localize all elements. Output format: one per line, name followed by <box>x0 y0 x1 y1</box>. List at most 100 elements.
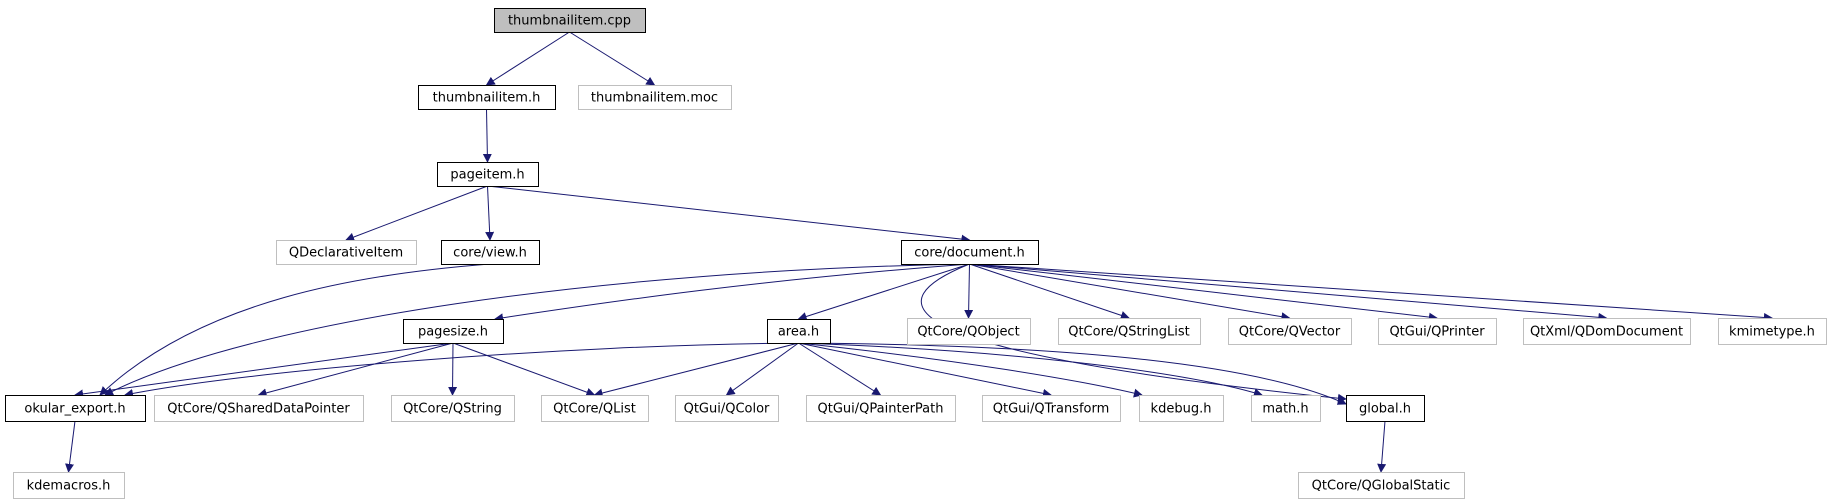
edge-core-document-h-to-qprinter <box>969 263 1438 322</box>
node-area-h[interactable]: area.h <box>767 319 831 344</box>
edge-area-h-to-qtransform <box>798 342 1052 398</box>
node-box-core-document-h <box>901 240 1039 265</box>
node-label-kdebug-h: kdebug.h <box>1151 402 1212 417</box>
node-label-qpainterpath: QtGui/QPainterPath <box>818 402 944 417</box>
edge-area-h-to-qpainterpath <box>798 342 882 396</box>
node-box-qdomdocument <box>1523 318 1691 345</box>
node-label-pagesize-h: pagesize.h <box>418 325 488 340</box>
node-box-qobject <box>907 318 1031 345</box>
node-pagesize-h[interactable]: pagesize.h <box>403 319 504 344</box>
node-label-okular-export-h: okular_export.h <box>24 402 125 417</box>
node-qdomdocument: QtXml/QDomDocument <box>1523 318 1691 345</box>
edge-pagesize-h-to-qshareddatapointer <box>257 342 454 398</box>
edge-core-document-h-to-pagesize-h <box>494 263 970 323</box>
edge-core-document-h-to-kmimetype-h <box>969 263 1773 322</box>
edge-okular-export-h-to-kdemacros-h <box>65 420 76 473</box>
edge-layer <box>65 31 1773 473</box>
edge-pagesize-h-to-qstring <box>448 342 458 396</box>
edge-pagesize-h-to-qlist <box>452 342 596 397</box>
node-box-math-h <box>1251 395 1321 422</box>
node-label-pageitem-h: pageitem.h <box>450 168 524 183</box>
node-math-h: math.h <box>1251 395 1321 422</box>
node-box-thumbnailitem-cpp <box>494 8 646 33</box>
node-label-qtransform: QtGui/QTransform <box>993 402 1110 417</box>
node-box-kdebug-h <box>1139 395 1224 422</box>
node-okular-export-h[interactable]: okular_export.h <box>5 395 146 422</box>
edge-core-view-h-to-okular-export-h <box>99 263 491 396</box>
edge-pageitem-h-to-qdeclarativeitem <box>345 185 488 242</box>
node-box-qtransform <box>982 395 1121 422</box>
node-qvector: QtCore/QVector <box>1228 318 1352 345</box>
node-box-kmimetype-h <box>1718 318 1827 345</box>
edge-core-document-h-to-area-h <box>797 263 970 321</box>
node-qstringlist: QtCore/QStringList <box>1058 318 1201 345</box>
node-label-qstringlist: QtCore/QStringList <box>1068 325 1190 340</box>
node-qtransform: QtGui/QTransform <box>982 395 1121 422</box>
node-label-core-document-h: core/document.h <box>914 246 1025 261</box>
node-box-pageitem-h <box>437 162 539 187</box>
node-label-core-view-h: core/view.h <box>453 246 527 261</box>
node-box-qlist <box>541 395 649 422</box>
node-qglobalstatic: QtCore/QGlobalStatic <box>1298 472 1465 499</box>
edge-area-h-to-qlist <box>593 342 799 398</box>
node-global-h[interactable]: global.h <box>1346 395 1425 422</box>
edge-pageitem-h-to-core-view-h <box>485 185 495 241</box>
node-qshareddatapointer: QtCore/QSharedDataPointer <box>154 395 364 422</box>
node-label-qprinter: QtGui/QPrinter <box>1389 325 1485 340</box>
node-box-kdemacros-h <box>13 472 125 499</box>
edge-thumbnailitem-cpp-to-thumbnailitem-moc <box>569 31 656 86</box>
node-label-kdemacros-h: kdemacros.h <box>27 479 111 494</box>
node-label-qdomdocument: QtXml/QDomDocument <box>1530 325 1683 340</box>
node-qprinter: QtGui/QPrinter <box>1378 318 1497 345</box>
node-box-qprinter <box>1378 318 1497 345</box>
node-box-qcolor <box>675 395 779 422</box>
node-label-thumbnailitem-moc: thumbnailitem.moc <box>591 91 718 106</box>
node-box-qdeclarativeitem <box>276 240 417 265</box>
node-box-qvector <box>1228 318 1352 345</box>
node-box-core-view-h <box>441 240 540 265</box>
edge-area-h-to-okular-export-h <box>124 342 799 398</box>
node-label-qlist: QtCore/QList <box>553 402 636 417</box>
node-kdemacros-h: kdemacros.h <box>13 472 125 499</box>
node-label-math-h: math.h <box>1262 402 1308 417</box>
node-core-document-h[interactable]: core/document.h <box>901 240 1039 265</box>
node-core-view-h[interactable]: core/view.h <box>441 240 540 265</box>
node-qcolor: QtGui/QColor <box>675 395 779 422</box>
edge-core-document-h-to-okular-export-h <box>104 263 970 396</box>
node-kmimetype-h: kmimetype.h <box>1718 318 1827 345</box>
edge-core-document-h-to-qdomdocument <box>969 263 1608 322</box>
edge-core-document-h-to-qstringlist <box>969 263 1130 320</box>
node-qlist: QtCore/QList <box>541 395 649 422</box>
node-box-qstringlist <box>1058 318 1201 345</box>
node-box-qshareddatapointer <box>154 395 364 422</box>
node-label-kmimetype-h: kmimetype.h <box>1729 325 1815 340</box>
node-label-qstring: QtCore/QString <box>403 402 502 417</box>
edge-area-h-to-kdebug-h <box>798 342 1143 398</box>
node-pageitem-h[interactable]: pageitem.h <box>437 162 539 187</box>
node-thumbnailitem-h[interactable]: thumbnailitem.h <box>418 85 556 110</box>
node-label-global-h: global.h <box>1359 402 1411 417</box>
node-box-qglobalstatic <box>1298 472 1465 499</box>
node-qstring: QtCore/QString <box>391 395 515 422</box>
node-layer: thumbnailitem.cpp thumbnailitem.h thumbnai… <box>5 8 1827 499</box>
node-label-qdeclarativeitem: QDeclarativeItem <box>289 246 403 261</box>
node-label-area-h: area.h <box>778 325 819 340</box>
edge-area-h-to-math-h <box>798 342 1263 397</box>
edge-global-h-to-qglobalstatic <box>1377 420 1387 473</box>
node-box-qstring <box>391 395 515 422</box>
edge-pagesize-h-to-okular-export-h <box>74 342 454 399</box>
edge-core-document-h-to-qobject <box>964 263 974 319</box>
node-qdeclarativeitem: QDeclarativeItem <box>276 240 417 265</box>
node-box-pagesize-h <box>403 319 504 344</box>
node-box-thumbnailitem-h <box>418 85 556 110</box>
node-qobject: QtCore/QObject <box>907 318 1031 345</box>
node-box-global-h <box>1346 395 1425 422</box>
node-label-thumbnailitem-cpp: thumbnailitem.cpp <box>508 14 631 29</box>
node-box-okular-export-h <box>5 395 146 422</box>
node-box-thumbnailitem-moc <box>578 85 732 110</box>
node-thumbnailitem-moc: thumbnailitem.moc <box>578 85 732 110</box>
node-thumbnailitem-cpp[interactable]: thumbnailitem.cpp <box>494 8 646 33</box>
node-box-area-h <box>767 319 831 344</box>
node-kdebug-h: kdebug.h <box>1139 395 1224 422</box>
